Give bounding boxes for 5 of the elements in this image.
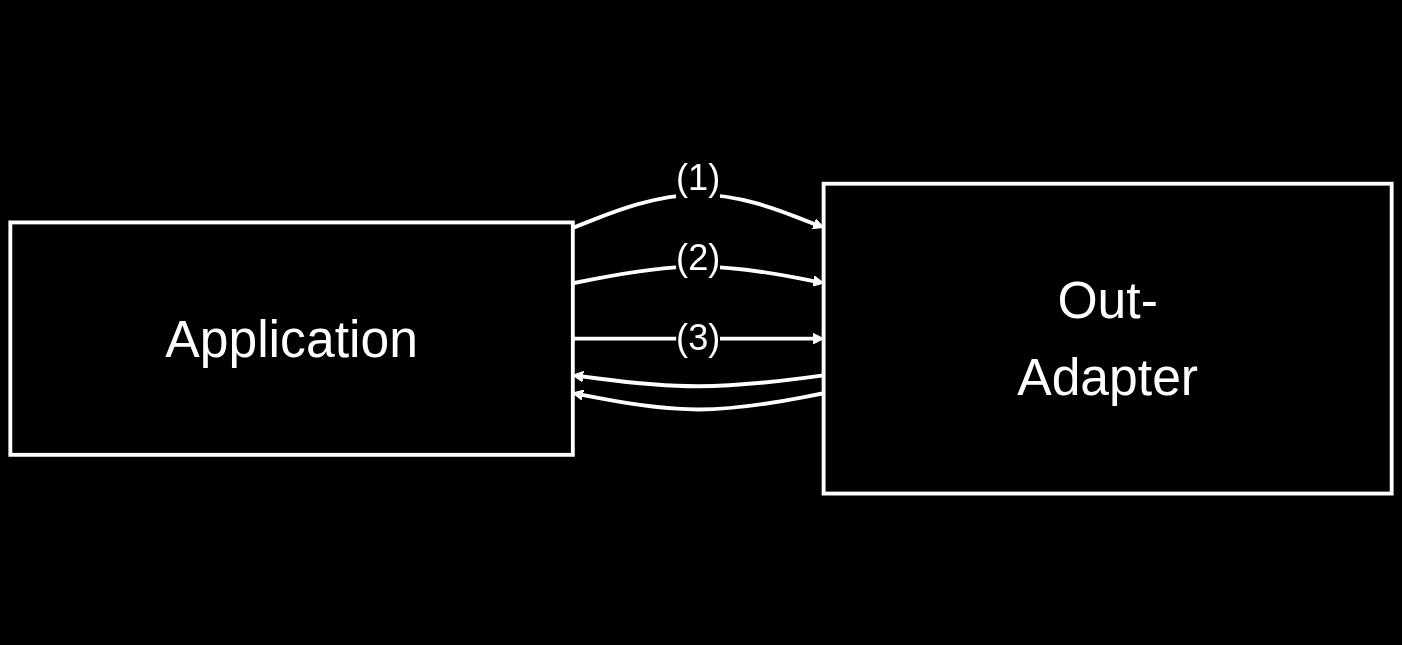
edge-label: (2) [676, 237, 721, 278]
edge-label: (1) [676, 157, 721, 198]
edge-label: (3) [676, 317, 721, 358]
node-box: Out-Adapter [821, 181, 1394, 496]
node-box: Application [8, 220, 575, 457]
